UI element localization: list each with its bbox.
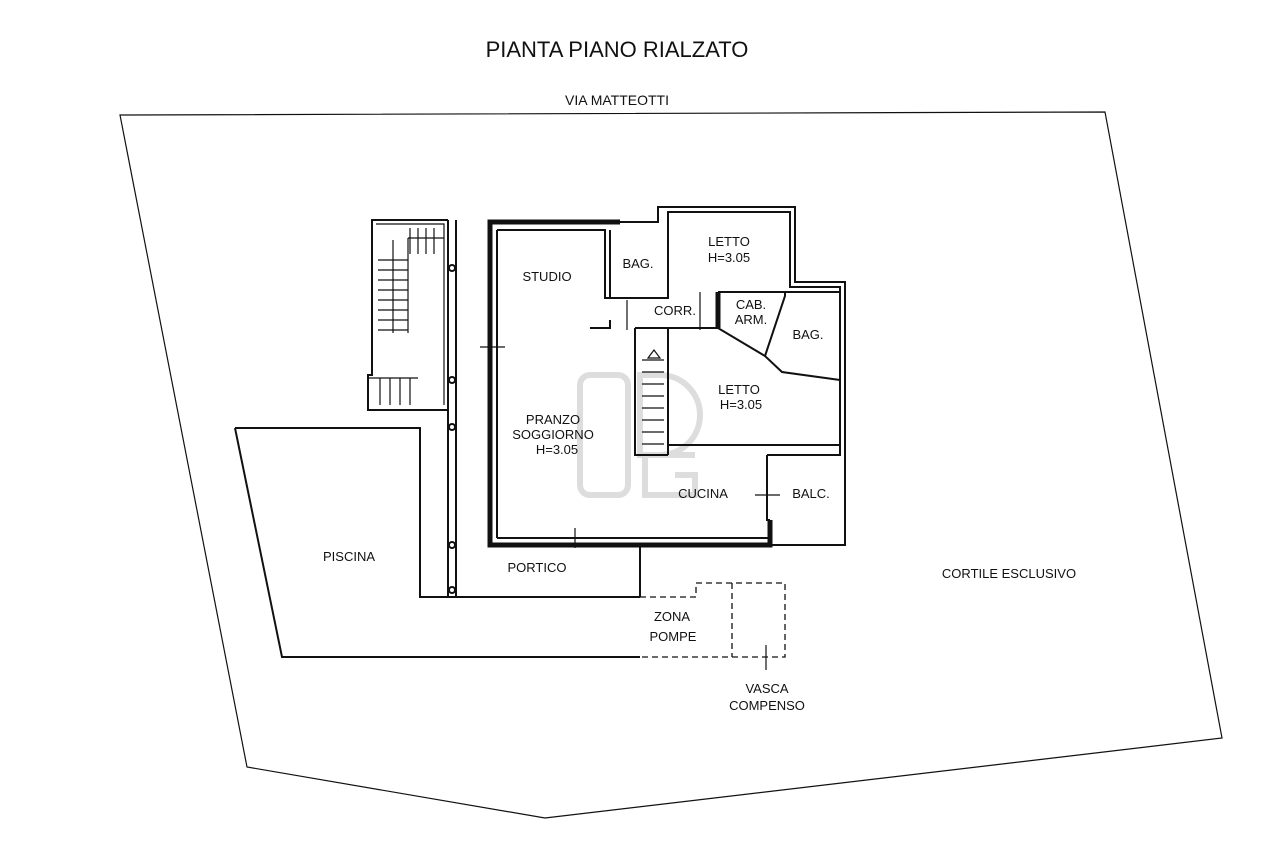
room-wardrobe: CAB. — [736, 297, 766, 312]
building-walls — [480, 206, 846, 548]
street-label: VIA MATTEOTTI — [565, 92, 669, 108]
pool-outline — [235, 427, 640, 598]
room-wardrobe-line2: ARM. — [735, 312, 768, 327]
room-bathroom-2: BAG. — [792, 327, 823, 342]
watermark-logo — [577, 372, 703, 498]
room-kitchen: CUCINA — [678, 486, 728, 501]
portico — [447, 220, 641, 597]
area-pool: PISCINA — [323, 549, 375, 564]
room-studio: STUDIO — [522, 269, 571, 284]
area-portico: PORTICO — [508, 560, 567, 575]
area-pump-zone: ZONA — [654, 609, 690, 624]
area-tank: VASCA — [745, 681, 788, 696]
room-bedroom-2-height: H=3.05 — [720, 397, 762, 412]
plan-title: PIANTA PIANO RIALZATO — [486, 37, 749, 62]
room-corridor: CORR. — [654, 303, 696, 318]
room-bedroom-1: LETTO — [708, 234, 750, 249]
room-living: PRANZO — [526, 412, 580, 427]
lot-boundary — [119, 111, 1223, 819]
pump-zone — [640, 582, 786, 670]
pool-outline-lower — [234, 427, 640, 658]
room-balcony: BALC. — [792, 486, 830, 501]
room-bedroom-2: LETTO — [718, 382, 760, 397]
room-bedroom-1-height: H=3.05 — [708, 250, 750, 265]
room-living-line2: SOGGIORNO — [512, 427, 594, 442]
external-stair — [367, 219, 448, 411]
room-living-height: H=3.05 — [536, 442, 578, 457]
area-pump-zone-line2: POMPE — [650, 629, 697, 644]
area-courtyard: CORTILE ESCLUSIVO — [942, 566, 1076, 581]
stair-up-arrow-icon — [646, 349, 662, 359]
area-tank-line2: COMPENSO — [729, 698, 805, 713]
room-bathroom-1: BAG. — [622, 256, 653, 271]
